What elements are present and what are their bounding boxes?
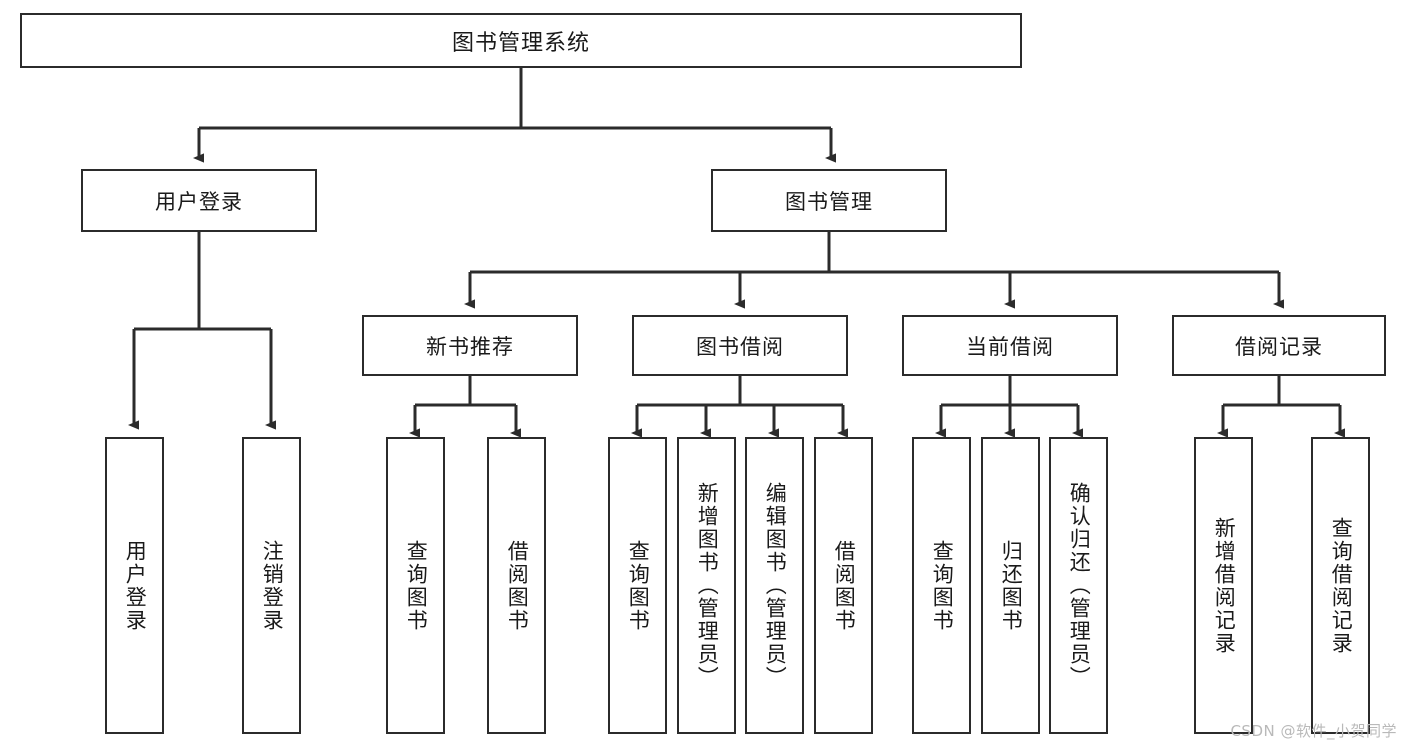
node-book-borrow[interactable]: 图书借阅: [632, 315, 848, 376]
node-label: 用户登录: [155, 189, 243, 214]
node-label: 查询图书: [404, 539, 429, 632]
watermark-text: CSDN @软件_小贺同学: [1230, 722, 1397, 740]
node-leaf-confirm-return[interactable]: 确认归还（管理员）: [1049, 437, 1108, 734]
node-leaf-query-book-1[interactable]: 查询图书: [386, 437, 445, 734]
node-label: 借阅记录: [1235, 334, 1323, 359]
node-leaf-query-book-3[interactable]: 查询图书: [912, 437, 971, 734]
node-label: 查询图书: [930, 539, 955, 632]
node-current-borrow[interactable]: 当前借阅: [902, 315, 1118, 376]
node-label: 注销登录: [260, 539, 285, 632]
node-label: 借阅图书: [505, 539, 530, 632]
node-leaf-add-record[interactable]: 新增借阅记录: [1194, 437, 1253, 734]
node-label: 借阅图书: [832, 539, 857, 632]
node-leaf-borrow-book-2[interactable]: 借阅图书: [814, 437, 873, 734]
node-label: 新书推荐: [426, 334, 514, 359]
node-leaf-add-book[interactable]: 新增图书（管理员）: [677, 437, 736, 734]
node-label: 用户登录: [123, 539, 148, 632]
node-label: 新增借阅记录: [1212, 516, 1237, 655]
node-label: 图书管理系统: [451, 30, 590, 56]
node-leaf-borrow-book-1[interactable]: 借阅图书: [487, 437, 546, 734]
node-label: 图书管理: [785, 189, 873, 214]
node-user-login[interactable]: 用户登录: [81, 169, 317, 232]
node-label: 新增图书（管理员）: [695, 482, 720, 689]
node-label: 查询图书: [626, 539, 651, 632]
node-leaf-query-record[interactable]: 查询借阅记录: [1311, 437, 1370, 734]
node-book-management[interactable]: 图书管理: [711, 169, 947, 232]
node-label: 编辑图书（管理员）: [763, 482, 788, 689]
node-label: 归还图书: [999, 539, 1024, 632]
node-root-book-management-system[interactable]: 图书管理系统: [20, 13, 1022, 68]
node-label: 确认归还（管理员）: [1067, 482, 1092, 689]
node-leaf-edit-book[interactable]: 编辑图书（管理员）: [745, 437, 804, 734]
node-new-book-recommend[interactable]: 新书推荐: [362, 315, 578, 376]
node-borrow-record[interactable]: 借阅记录: [1172, 315, 1386, 376]
node-leaf-query-book-2[interactable]: 查询图书: [608, 437, 667, 734]
node-leaf-return-book[interactable]: 归还图书: [981, 437, 1040, 734]
node-label: 图书借阅: [696, 334, 784, 359]
node-label: 查询借阅记录: [1329, 516, 1354, 655]
node-label: 当前借阅: [966, 334, 1054, 359]
node-leaf-user-login[interactable]: 用户登录: [105, 437, 164, 734]
node-leaf-user-logout[interactable]: 注销登录: [242, 437, 301, 734]
